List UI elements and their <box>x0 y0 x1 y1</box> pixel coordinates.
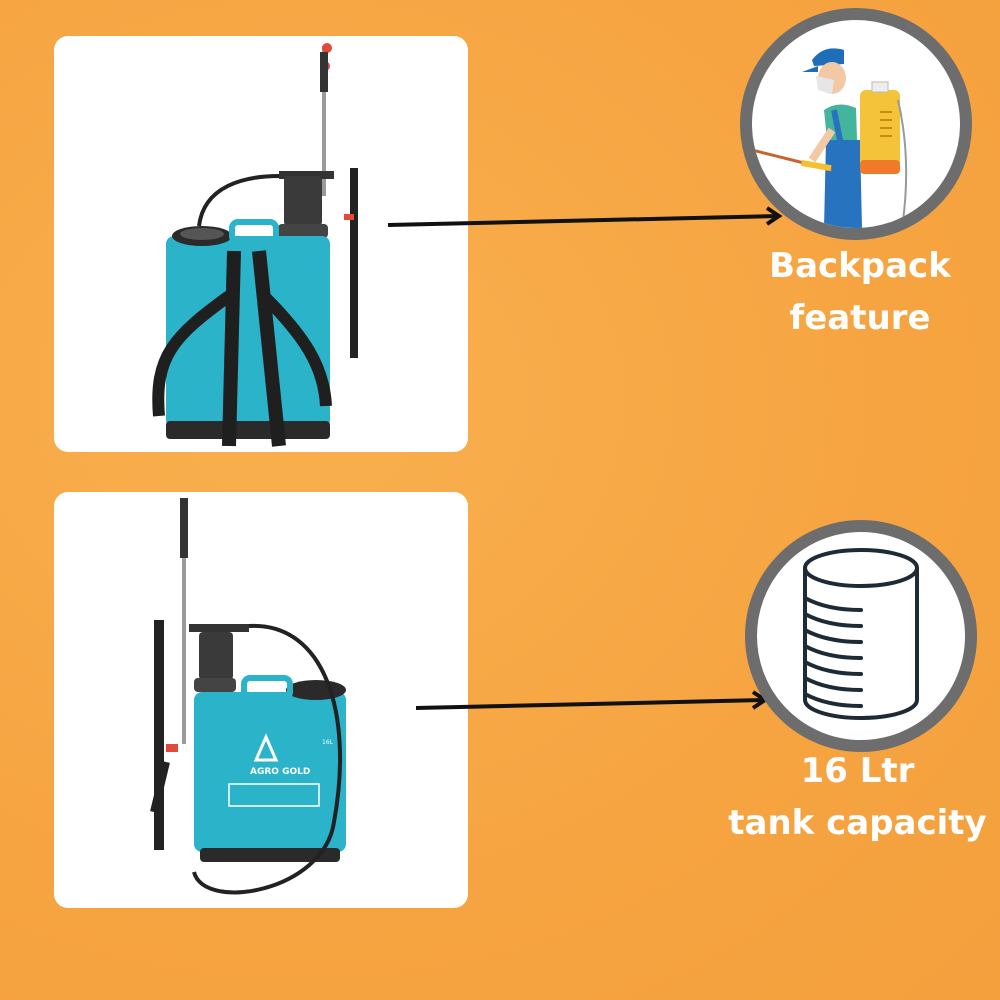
arrow-to-tank-capacity <box>415 690 769 710</box>
capacity-mark: 16L <box>322 739 334 746</box>
caption-line-2: feature <box>789 298 931 338</box>
arrow-to-backpack-feature <box>387 206 783 227</box>
sprayer-front-illustration: AGRO GOLD 16L <box>150 498 346 895</box>
caption-line-2: tank capacity <box>728 803 987 843</box>
product-image-rear-card <box>54 36 468 452</box>
tank-capacity-caption: 16 Ltr tank capacity <box>720 745 995 849</box>
backpack-worker-icon <box>740 8 972 240</box>
caption-line-1: Backpack <box>769 246 951 286</box>
backpack-feature-caption: Backpack feature <box>740 240 980 344</box>
product-image-front-card: AGRO GOLD 16L <box>54 492 468 908</box>
brand-logo-text: AGRO GOLD <box>250 767 310 777</box>
sprayer-rear-illustration <box>152 43 358 447</box>
caption-line-1: 16 Ltr <box>800 751 915 791</box>
tank-cylinder-icon <box>745 520 977 752</box>
